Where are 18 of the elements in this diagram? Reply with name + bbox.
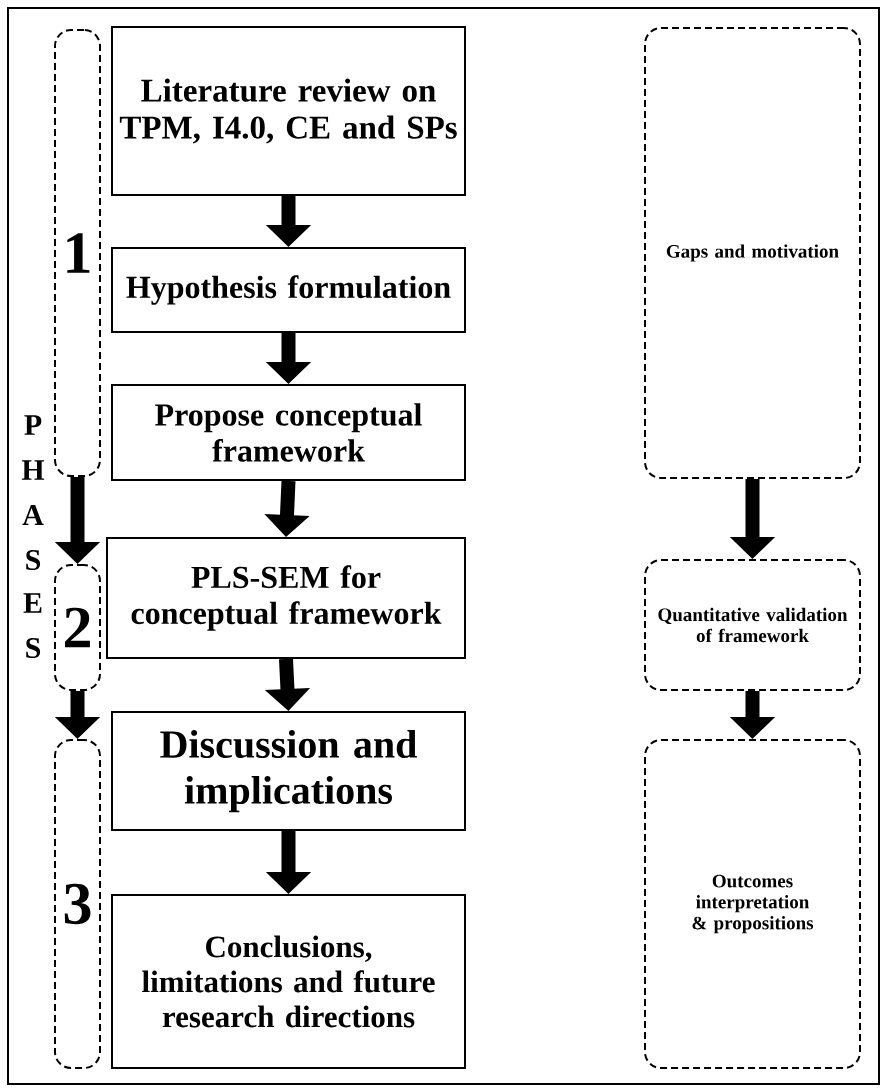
outcome-box: Gaps and motivation xyxy=(644,27,861,479)
phases-letter: P xyxy=(24,415,42,435)
phases-letter: S xyxy=(26,637,41,659)
process-box: Conclusions, limitations and future research directions xyxy=(111,894,466,1069)
process-box: Literature review on TPM, I4.0, CE and SPs xyxy=(111,26,466,196)
process-box: Hypothesis formulation xyxy=(111,247,466,333)
phases-letter: A xyxy=(22,505,44,525)
phases-letter: S xyxy=(26,549,41,571)
phases-letter: H xyxy=(21,460,45,480)
outcome-box: Quantitative validation of framework xyxy=(644,559,861,691)
process-box: PLS-SEM for conceptual framework xyxy=(106,537,466,659)
process-box: Propose conceptual framework xyxy=(111,384,466,481)
phase-bracket-box: 2 xyxy=(54,564,101,691)
process-box: Discussion and implications xyxy=(111,711,466,831)
phase-bracket-box: 3 xyxy=(54,739,101,1069)
phase-bracket-box: 1 xyxy=(54,29,101,477)
phases-letter: E xyxy=(23,593,42,613)
outcome-box: Outcomes interpretation & propositions xyxy=(644,739,861,1069)
